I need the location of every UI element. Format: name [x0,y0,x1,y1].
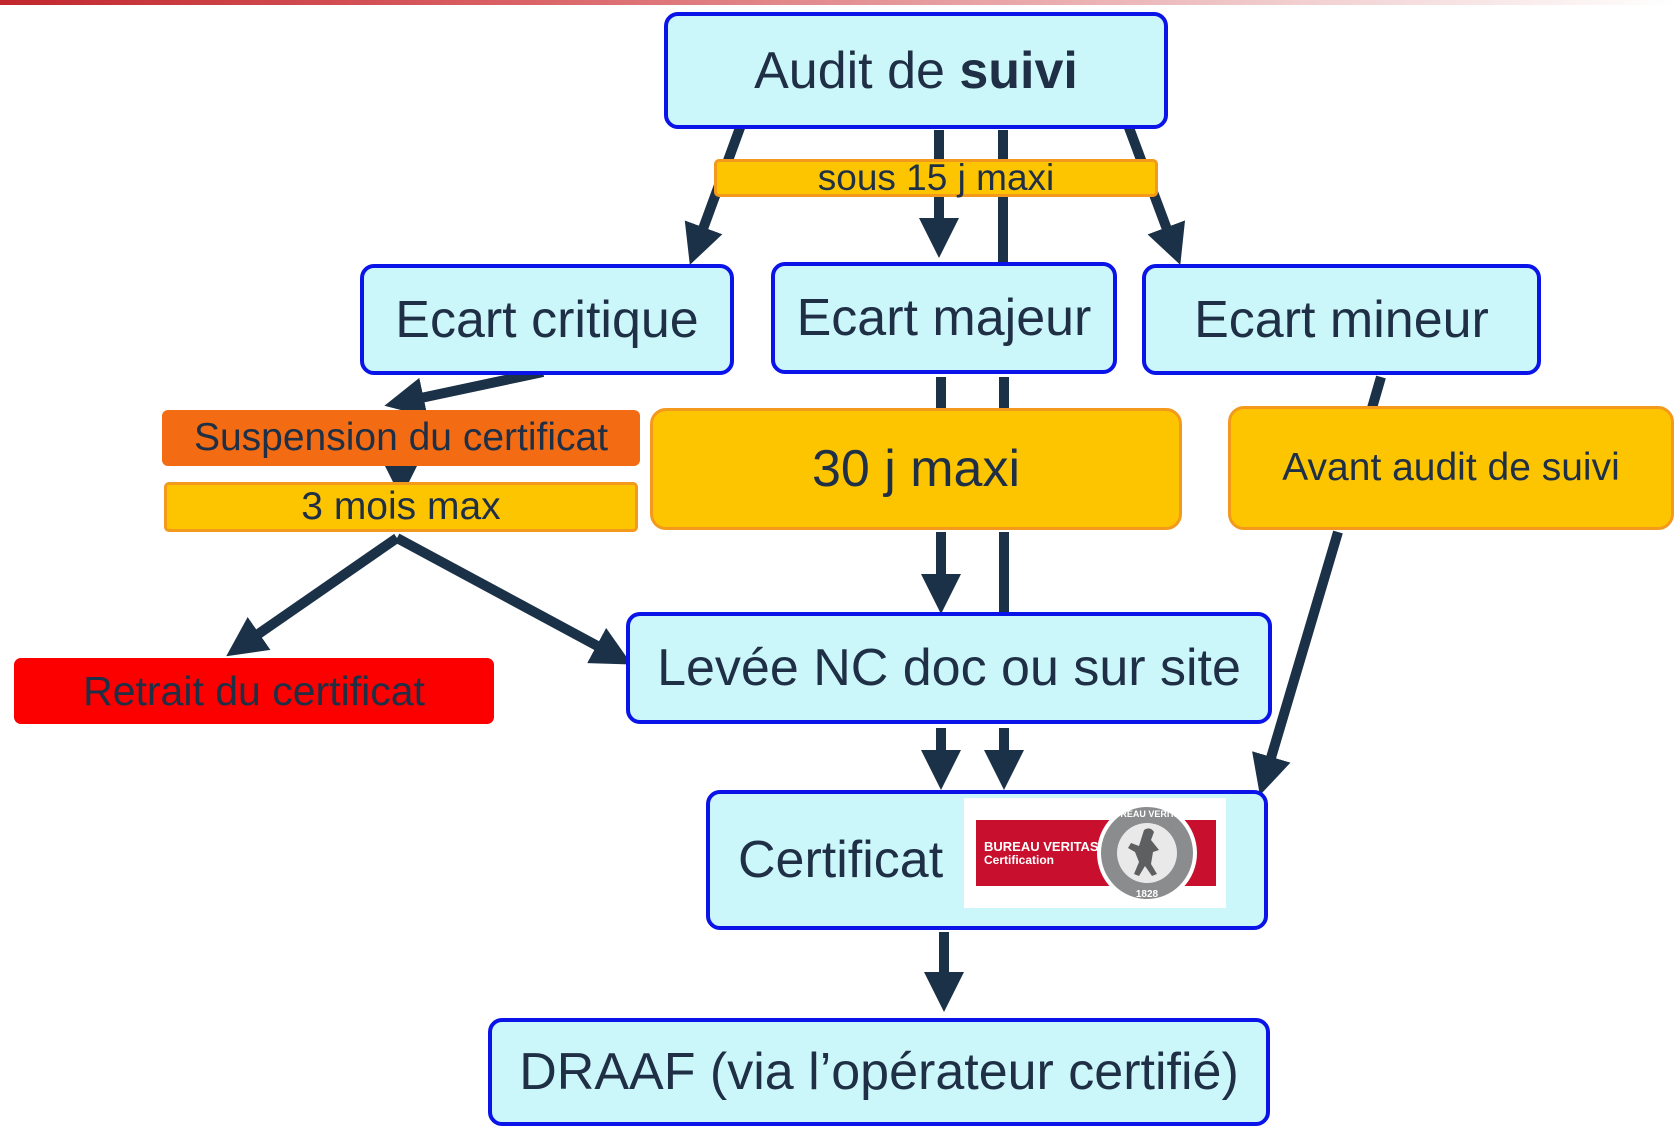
label-avant-audit-de-suivi: Avant audit de suivi [1228,406,1674,530]
critique-label: Ecart critique [395,290,699,349]
seal-icon: BUREAU VERITAS 1828 [1097,803,1197,903]
mineur-label: Ecart mineur [1194,290,1489,349]
node-levee-nc: Levée NC doc ou sur site [626,612,1272,724]
retrait-text: Retrait du certificat [83,667,425,714]
node-draaf: DRAAF (via l’opérateur certifié) [488,1018,1270,1126]
draaf-label: DRAAF (via l’opérateur certifié) [519,1043,1239,1101]
logo-line1: BUREAU VERITAS [984,839,1099,854]
levee-label: Levée NC doc ou sur site [657,639,1241,697]
certificat-label: Certificat [738,831,944,889]
bureau-veritas-logo: BUREAU VERITAS Certification BUREAU VERI… [964,798,1226,908]
sous15-text: sous 15 j maxi [817,157,1055,198]
arrow-critique-to-suspension [384,367,545,417]
arrow-3mois-to-retrait [226,533,400,657]
label-suspension-du-certificat: Suspension du certificat [162,410,640,466]
node-ecart-critique: Ecart critique [360,264,734,375]
arrow-3mois-to-levee [394,533,632,665]
seal-top-text: BUREAU VERITAS [1107,809,1186,819]
top-accent-line [0,0,1675,5]
node-ecart-mineur: Ecart mineur [1142,264,1541,375]
node-ecart-majeur: Ecart majeur [771,262,1117,374]
seal-year-text: 1828 [1136,889,1159,900]
majeur-label: Ecart majeur [796,289,1092,347]
label-retrait-du-certificat: Retrait du certificat [14,658,494,724]
logo-wordmark: BUREAU VERITAS Certification [984,840,1099,866]
suspension-text: Suspension du certificat [193,416,609,459]
trois-mois-text: 3 mois max [301,485,501,528]
audit-label-plain: Audit de [754,41,960,100]
label-30-j-maxi: 30 j maxi [650,408,1182,530]
label-3-mois-max: 3 mois max [164,482,638,532]
arrow-avant-to-certificat [1252,530,1343,796]
node-audit-de-suivi: Audit de suivi [664,12,1168,129]
label-sous-15-j-maxi: sous 15 j maxi [714,157,1158,198]
audit-label-bold: suivi [959,41,1078,100]
line-mineur-to-avant [1367,375,1386,410]
trente-j-text: 30 j maxi [811,440,1021,498]
avant-audit-text: Avant audit de suivi [1282,446,1620,489]
logo-line2: Certification [984,852,1055,867]
